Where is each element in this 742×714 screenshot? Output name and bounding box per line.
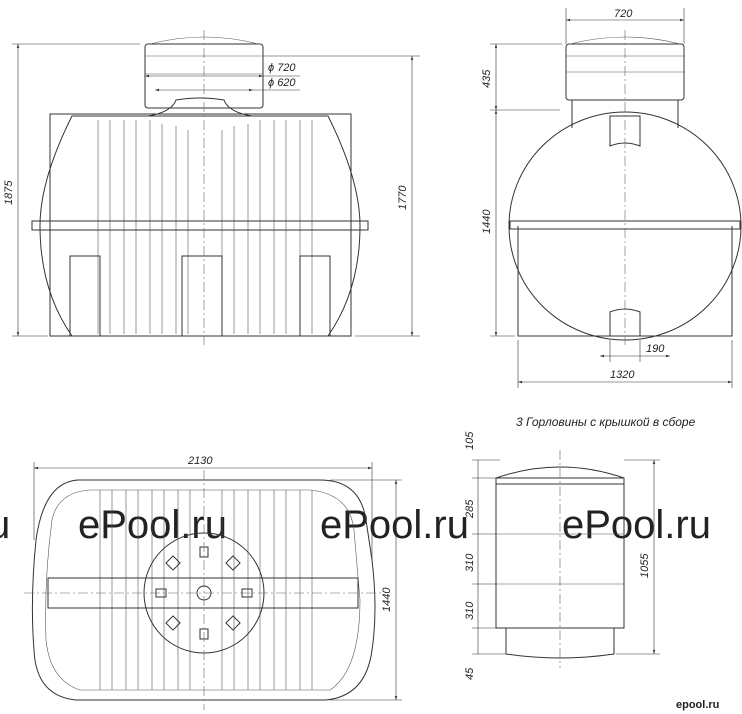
dim-ring-1: 285 [464, 499, 476, 519]
dim-base: 45 [464, 667, 476, 680]
side-view: 720 435 1440 190 1320 [481, 8, 742, 388]
dim-body-height: 1770 [397, 185, 409, 210]
dim-lid: 105 [464, 431, 476, 450]
dim-neck-height: 435 [481, 69, 493, 88]
front-seam-band [31, 220, 369, 231]
front-base-outline [49, 113, 352, 337]
side-top-lug [609, 115, 641, 147]
neck-assembly-caption: 3 Горловины с крышкой в сборе [516, 415, 696, 429]
dim-ring-2: 310 [464, 553, 476, 572]
dim-base-width: 1320 [610, 369, 635, 381]
top-lid-bolt [225, 615, 241, 631]
dim-width: 1440 [381, 587, 393, 612]
watermark-text: ePool.ru [562, 503, 711, 547]
assembly-body [495, 483, 625, 629]
front-neck-shoulder [147, 97, 253, 117]
front-foot [181, 255, 223, 337]
top-view: 2130 1440 [24, 455, 402, 710]
dim-total-height: 1875 [3, 180, 15, 205]
front-foot [299, 255, 331, 337]
watermark-text: ePool.ru [78, 503, 227, 547]
top-cross-band [47, 577, 359, 609]
front-foot [69, 255, 101, 337]
dim-neck-width: 720 [614, 8, 633, 20]
top-lid-bolt [165, 615, 181, 631]
dim-neck-inner-diameter: ϕ 620 [268, 77, 296, 89]
brand-logo: epool.ru [676, 699, 719, 711]
dim-neck-outer-diameter: ϕ 720 [268, 62, 296, 74]
top-body-outline [31, 479, 376, 701]
dim-body-height: 1440 [481, 209, 493, 234]
top-lid-bolt [165, 555, 181, 571]
assembly-lid [495, 466, 625, 479]
front-ribs [97, 120, 313, 334]
dim-ring-3: 310 [464, 601, 476, 620]
dim-total: 1055 [639, 553, 651, 578]
dim-foot-width: 190 [646, 343, 665, 355]
watermark-text: ePool.ru [320, 503, 469, 547]
top-ribs [99, 490, 313, 690]
front-view: ϕ 720 ϕ 620 1875 1770 [3, 30, 420, 345]
dim-length: 2130 [187, 455, 213, 467]
watermark-text: u [0, 503, 10, 547]
watermark-group: u ePool.ru ePool.ru ePool.ru [0, 503, 711, 547]
neck-assembly-view: 3 Горловины с крышкой в сборе 105 285 31… [464, 415, 696, 680]
top-lid-bolt [225, 555, 241, 571]
